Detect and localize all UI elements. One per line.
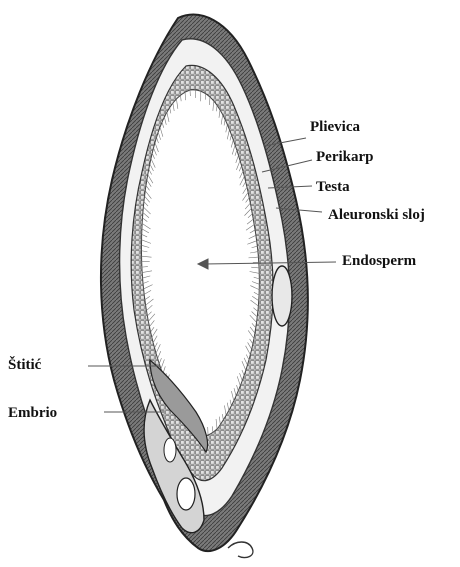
label-endosperm: Endosperm: [342, 252, 416, 270]
embryo-detail: [177, 478, 195, 510]
label-perikarp: Perikarp: [316, 148, 374, 166]
label-testa: Testa: [316, 178, 350, 196]
label-embrio: Embrio: [8, 404, 57, 422]
label-aleuronski-sloj: Aleuronski sloj: [328, 206, 425, 224]
embryo-detail: [164, 438, 176, 462]
husk-cavity: [272, 266, 292, 326]
stalk-curl: [228, 542, 253, 558]
label-plievica: Plievica: [310, 118, 360, 136]
label-stitic: Štitić: [8, 356, 41, 374]
